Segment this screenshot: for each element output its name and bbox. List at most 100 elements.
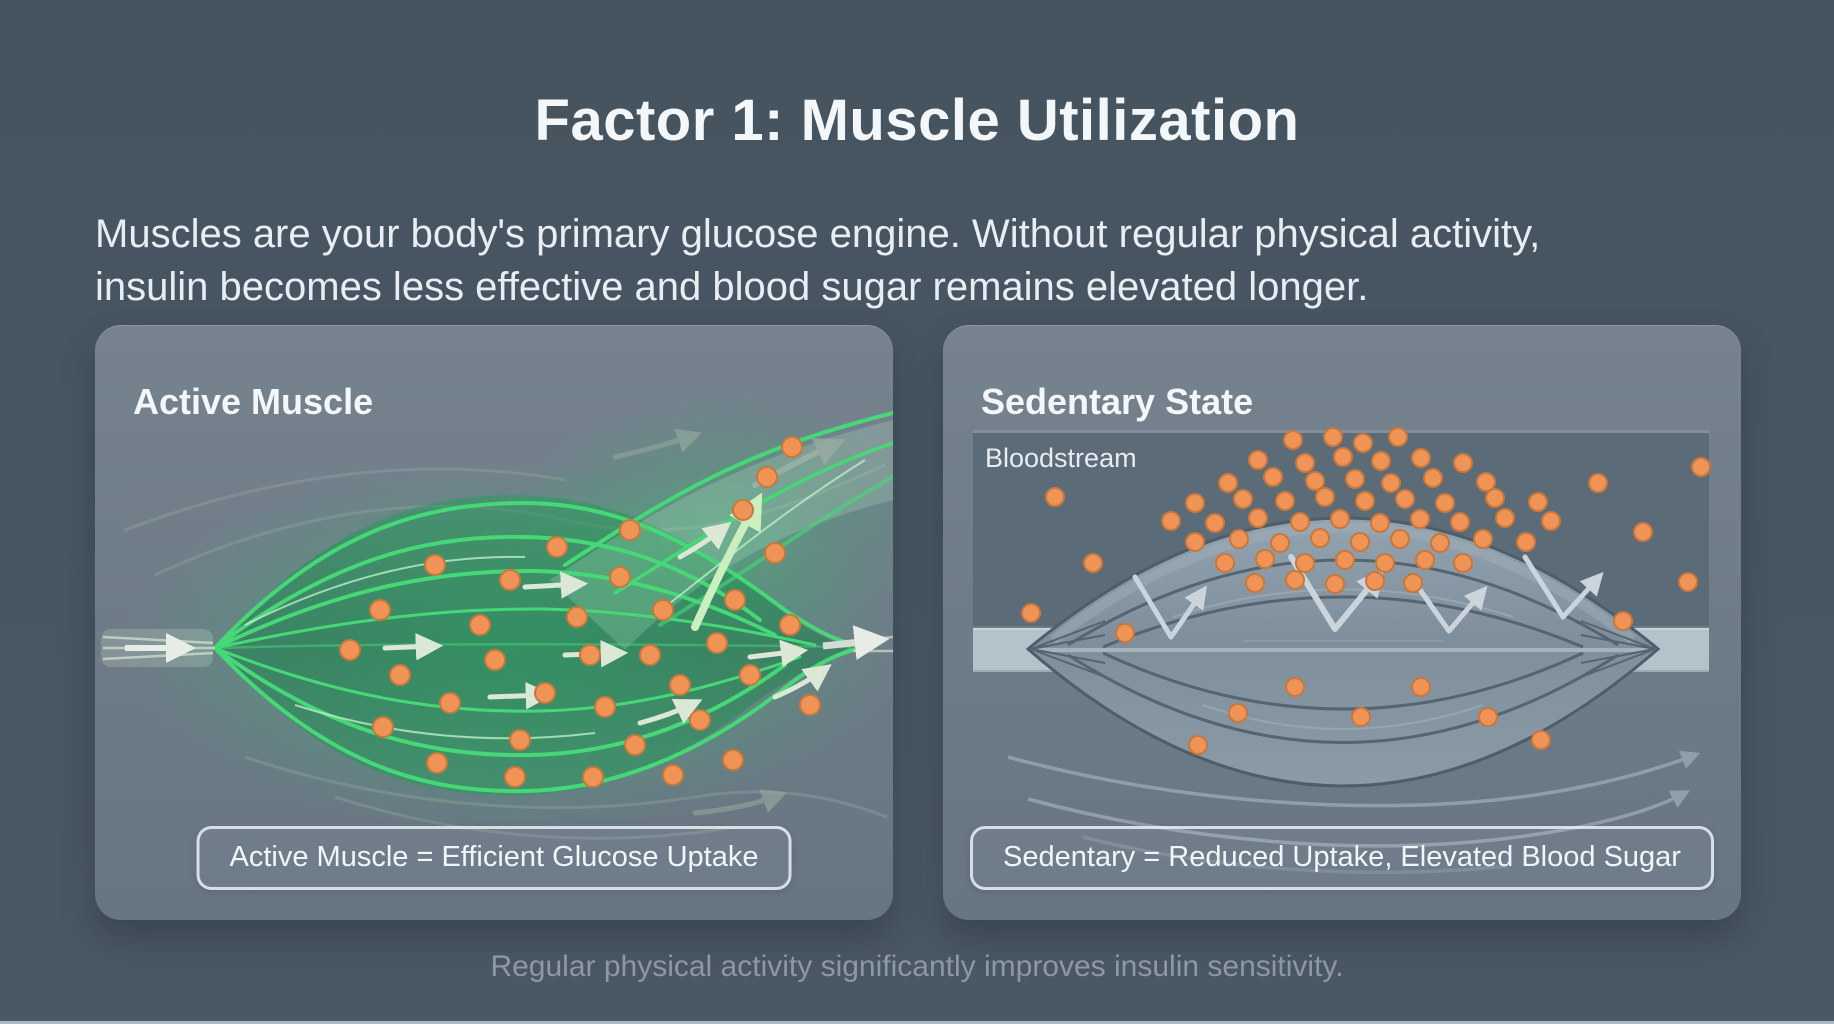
glucose-dot — [1371, 451, 1391, 471]
glucose-dot — [1353, 433, 1373, 453]
panel-sedentary-heading: Sedentary State — [981, 380, 1254, 422]
sedentary-cluster-dots — [1161, 427, 1561, 594]
glucose-dot — [1435, 493, 1455, 513]
glucose-dot — [1423, 468, 1443, 488]
exit-channel — [822, 625, 893, 661]
glucose-dot — [1255, 549, 1275, 569]
glucose-dot — [1415, 550, 1435, 570]
glucose-dot — [1350, 532, 1370, 552]
glucose-dot — [1285, 570, 1305, 590]
glucose-dot — [1678, 572, 1698, 592]
glucose-dot — [1541, 511, 1561, 531]
glucose-dot — [1248, 450, 1268, 470]
glucose-dot — [1691, 457, 1711, 477]
glucose-dot — [509, 729, 531, 751]
glucose-dot — [1388, 427, 1408, 447]
panel-active-muscle: Active Muscle Active Muscle = Efficient … — [95, 325, 893, 920]
glucose-dot — [639, 644, 661, 666]
page-title: Factor 1: Muscle Utilization — [534, 87, 1300, 153]
glucose-dot — [389, 664, 411, 686]
panel-active-caption: Active Muscle = Efficient Glucose Uptake — [196, 826, 792, 890]
glucose-dot — [652, 599, 674, 621]
glucose-dot — [1633, 522, 1653, 542]
glucose-dot — [1355, 491, 1375, 511]
outer-gray-arrow-icon — [692, 789, 788, 816]
glucose-dot — [1218, 473, 1238, 493]
glucose-dot — [624, 734, 646, 756]
glucose-dot — [1381, 473, 1401, 493]
flow-arrow-icon — [522, 571, 589, 599]
glucose-dot — [1185, 532, 1205, 552]
glucose-dot — [1188, 735, 1208, 755]
glucose-dot — [739, 664, 761, 686]
glucose-dot — [1588, 473, 1608, 493]
glucose-dot — [1275, 491, 1295, 511]
tendon-fibers — [1030, 620, 1656, 678]
sedentary-scatter-dots — [1021, 457, 1711, 643]
sedentary-inside-dots — [1188, 677, 1551, 755]
glucose-dot — [1245, 573, 1265, 593]
glucose-dot — [1325, 574, 1345, 594]
glucose-dot — [1083, 553, 1103, 573]
glucose-dot — [1305, 471, 1325, 491]
glucose-dot — [732, 499, 754, 521]
deflection-arrows — [1132, 554, 1604, 640]
page-footer: Regular physical activity significantly … — [490, 950, 1344, 983]
glucose-dot — [1478, 707, 1498, 727]
glucose-dot — [566, 606, 588, 628]
active-glucose-dots — [339, 436, 821, 788]
glucose-dot — [484, 649, 506, 671]
glucose-dot — [1295, 553, 1315, 573]
glucose-dot — [1270, 533, 1290, 553]
glucose-dot — [424, 554, 446, 576]
glucose-dot — [689, 709, 711, 731]
active-muscle-illustration — [101, 395, 893, 840]
flow-arrow-icon — [637, 698, 703, 726]
glucose-dot — [1335, 550, 1355, 570]
glucose-dot — [756, 466, 778, 488]
glucose-dot — [1453, 553, 1473, 573]
glucose-dot — [1516, 532, 1536, 552]
bounce-arrow-icon — [1408, 574, 1488, 634]
glucose-dot — [439, 692, 461, 714]
glucose-dot — [1045, 487, 1065, 507]
glucose-dot — [1450, 512, 1470, 532]
entry-channel — [101, 629, 215, 667]
glucose-dot — [1403, 573, 1423, 593]
glucose-dot — [1315, 487, 1335, 507]
glucose-dot — [1215, 553, 1235, 573]
glucose-dot — [1248, 508, 1268, 528]
glucose-dot — [372, 716, 394, 738]
glucose-dot — [764, 542, 786, 564]
panel-active-heading: Active Muscle — [133, 380, 374, 422]
glucose-dot — [619, 519, 641, 541]
glucose-dot — [1263, 467, 1283, 487]
glucose-dot — [1233, 489, 1253, 509]
muscle-highlight-lines — [244, 459, 866, 740]
glucose-dot — [1115, 623, 1135, 643]
glucose-dot — [1229, 529, 1249, 549]
glucose-dot — [1370, 513, 1390, 533]
glucose-dot — [1410, 509, 1430, 529]
page-subtitle-line2: insulin becomes less effective and blood… — [95, 265, 1369, 309]
glucose-dot — [609, 566, 631, 588]
glucose-dot — [724, 589, 746, 611]
glucose-dot — [1495, 508, 1515, 528]
glucose-dot — [546, 536, 568, 558]
glucose-dot — [1351, 707, 1371, 727]
glucose-dot — [1411, 448, 1431, 468]
glucose-dot — [1613, 611, 1633, 631]
page-subtitle-line1: Muscles are your body's primary glucose … — [95, 212, 1541, 256]
glucose-dot — [1485, 488, 1505, 508]
glucose-dot — [1285, 677, 1305, 697]
flow-arrow-icon — [747, 639, 809, 667]
glucose-dot — [1453, 453, 1473, 473]
glucose-dot — [594, 696, 616, 718]
bounce-arrow-icon — [1522, 554, 1604, 620]
glucose-dot — [1345, 469, 1365, 489]
glucose-dot — [1473, 529, 1493, 549]
flow-arrow-icon — [677, 521, 732, 560]
glucose-dot — [1283, 430, 1303, 450]
glucose-dot — [669, 674, 691, 696]
